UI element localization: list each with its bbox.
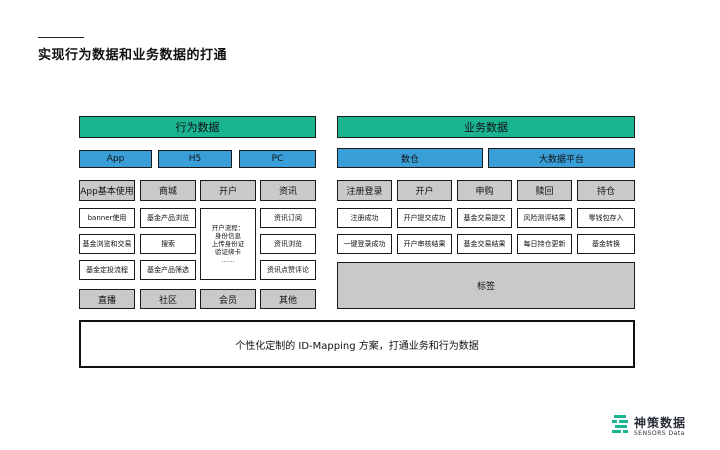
behavior-bottom-community: 社区 [140,289,196,309]
account-flow-line: 上传身份证 [211,240,245,248]
behavior-item: 资讯浏览 [260,234,316,254]
business-category-redeem: 赎回 [517,180,572,201]
sensors-data-logo-icon [612,415,628,433]
behavior-category-mall: 商城 [140,180,196,201]
behavior-bottom-live: 直播 [79,289,135,309]
behavior-item: 基金产品筛选 [140,260,196,280]
account-flow-box: 开户流程： 身份信息 上传身份证 验证绑卡 …… [200,208,256,280]
source-warehouse: 数仓 [337,148,483,168]
business-category-holdings: 持仓 [577,180,635,201]
channel-h5: H5 [158,150,232,168]
id-mapping-banner: 个性化定制的 ID-Mapping 方案，打通业务和行为数据 [79,320,635,368]
logo-name-en: SENSORS Data [634,430,685,437]
business-item: 零钱包存入 [577,208,635,228]
business-item: 每日持仓更新 [517,234,572,254]
behavior-item: 基金浏览和交易 [79,234,135,254]
business-item: 基金交易提交 [457,208,512,228]
account-flow-line: 身份信息 [215,232,241,240]
behavior-item: 基金产品浏览 [140,208,196,228]
account-flow-line: 验证绑卡 [215,248,241,256]
business-item: 开户审核结果 [397,234,452,254]
behavior-item: 搜索 [140,234,196,254]
behavior-item: 资讯订阅 [260,208,316,228]
channel-pc: PC [239,150,316,168]
business-data-header: 业务数据 [337,116,635,138]
behavior-item: 基金定投流程 [79,260,135,280]
business-item: 开户提交成功 [397,208,452,228]
behavior-bottom-member: 会员 [200,289,256,309]
business-item: 注册成功 [337,208,392,228]
business-category-account: 开户 [397,180,452,201]
account-flow-line: …… [221,256,235,264]
behavior-item: 资讯点赞评论 [260,260,316,280]
page-title: 实现行为数据和业务数据的打通 [38,48,228,63]
business-category-register: 注册登录 [337,180,392,201]
behavior-bottom-other: 其他 [260,289,316,309]
behavior-item: banner使用 [79,208,135,228]
logo-name-cn: 神策数据 [634,416,687,430]
account-flow-line: 开户流程： [211,224,245,232]
behavior-category-app-usage: App基本使用 [79,180,135,201]
business-category-purchase: 申购 [457,180,512,201]
source-bigdata-platform: 大数据平台 [488,148,635,168]
business-item: 一键登录成功 [337,234,392,254]
tags-box: 标签 [337,262,635,309]
behavior-category-news: 资讯 [260,180,316,201]
behavior-category-account: 开户 [200,180,256,201]
business-item: 风险测评结果 [517,208,572,228]
business-item: 基金交易结果 [457,234,512,254]
title-rule [38,37,84,38]
channel-app: App [79,150,152,168]
business-item: 基金转换 [577,234,635,254]
behavior-data-header: 行为数据 [79,116,316,138]
